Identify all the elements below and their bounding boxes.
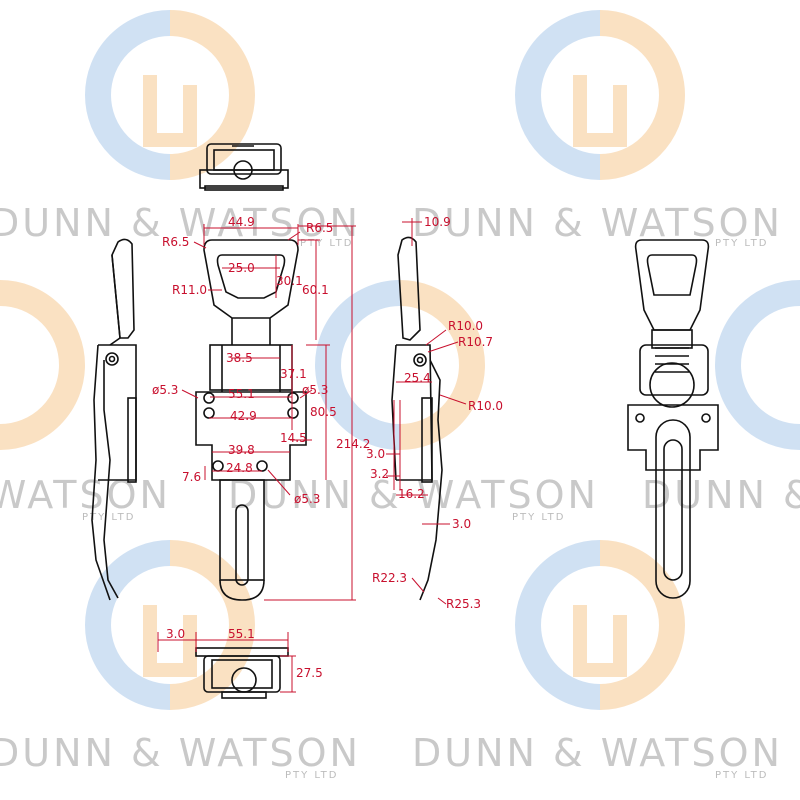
dim-label: R10.0 (448, 319, 483, 333)
dim-label: 3.0 (452, 517, 471, 531)
dimension-labels: 44.9 R6.5 R6.5 25.0 R11.0 30.1 60.1 38.5… (152, 215, 503, 680)
dim-label: 3.0 (366, 447, 385, 461)
watermark-brand: DUNN & WATSON (642, 473, 800, 517)
dim-label: 25.0 (228, 261, 255, 275)
watermark-logos (0, 10, 800, 710)
dim-label: ø5.3 (302, 383, 328, 397)
dim-label: 37.1 (280, 367, 307, 381)
dim-label: R6.5 (162, 235, 189, 249)
dim-label: 80.5 (310, 405, 337, 419)
watermark-brand: DUNN & WATSON (412, 731, 783, 775)
watermark-logo (515, 10, 685, 180)
dim-label: 55.1 (228, 387, 255, 401)
dim-label: 27.5 (296, 666, 323, 680)
dim-label: R10.7 (458, 335, 493, 349)
dim-label: R10.0 (468, 399, 503, 413)
dim-label: 30.1 (276, 274, 303, 288)
dim-label: 39.8 (228, 443, 255, 457)
rear-view (627, 239, 719, 599)
dim-label: 60.1 (302, 283, 329, 297)
watermark-brand: DUNN & WATSON (0, 731, 361, 775)
watermark-logo (85, 10, 255, 180)
dim-label: 16.2 (398, 487, 425, 501)
dim-label: R22.3 (372, 571, 407, 585)
dim-label: 7.6 (182, 470, 201, 484)
left-side-view (91, 238, 137, 601)
dim-label: 24.8 (226, 461, 253, 475)
top-view (199, 143, 289, 191)
watermark-sub: PTY LTD (512, 512, 565, 523)
dim-label: 3.0 (166, 627, 185, 641)
watermark-logo (85, 540, 255, 710)
watermark-brand: DUNN & WATSON (412, 201, 783, 245)
dim-label: 25.4 (404, 371, 431, 385)
watermark-sub: PTY LTD (300, 238, 353, 249)
dim-label: 214.2 (336, 437, 370, 451)
watermark-logo (715, 280, 800, 450)
watermark-brand: DUNN & WATSON (0, 473, 171, 517)
dimension-lines (157, 218, 467, 693)
dim-label: 3.2 (370, 467, 389, 481)
watermark-logo (515, 540, 685, 710)
bottom-view (195, 647, 289, 699)
dim-label: R11.0 (172, 283, 207, 297)
dim-label: 42.9 (230, 409, 257, 423)
dim-label: R25.3 (446, 597, 481, 611)
dim-label: 44.9 (228, 215, 255, 229)
watermark-sub: PTY LTD (715, 238, 768, 249)
watermark-sub: PTY LTD (82, 512, 135, 523)
dim-label: ø5.3 (152, 383, 178, 397)
dim-label: 38.5 (226, 351, 253, 365)
watermark-sub: PTY LTD (715, 770, 768, 781)
right-side-view (391, 236, 443, 601)
dim-label: ø5.3 (294, 492, 320, 506)
dim-label: 10.9 (424, 215, 451, 229)
dim-label: 14.5 (280, 431, 307, 445)
watermark-logo (0, 280, 85, 450)
dim-label: 55.1 (228, 627, 255, 641)
watermark-sub: PTY LTD (285, 770, 338, 781)
dim-label: R6.5 (306, 221, 333, 235)
